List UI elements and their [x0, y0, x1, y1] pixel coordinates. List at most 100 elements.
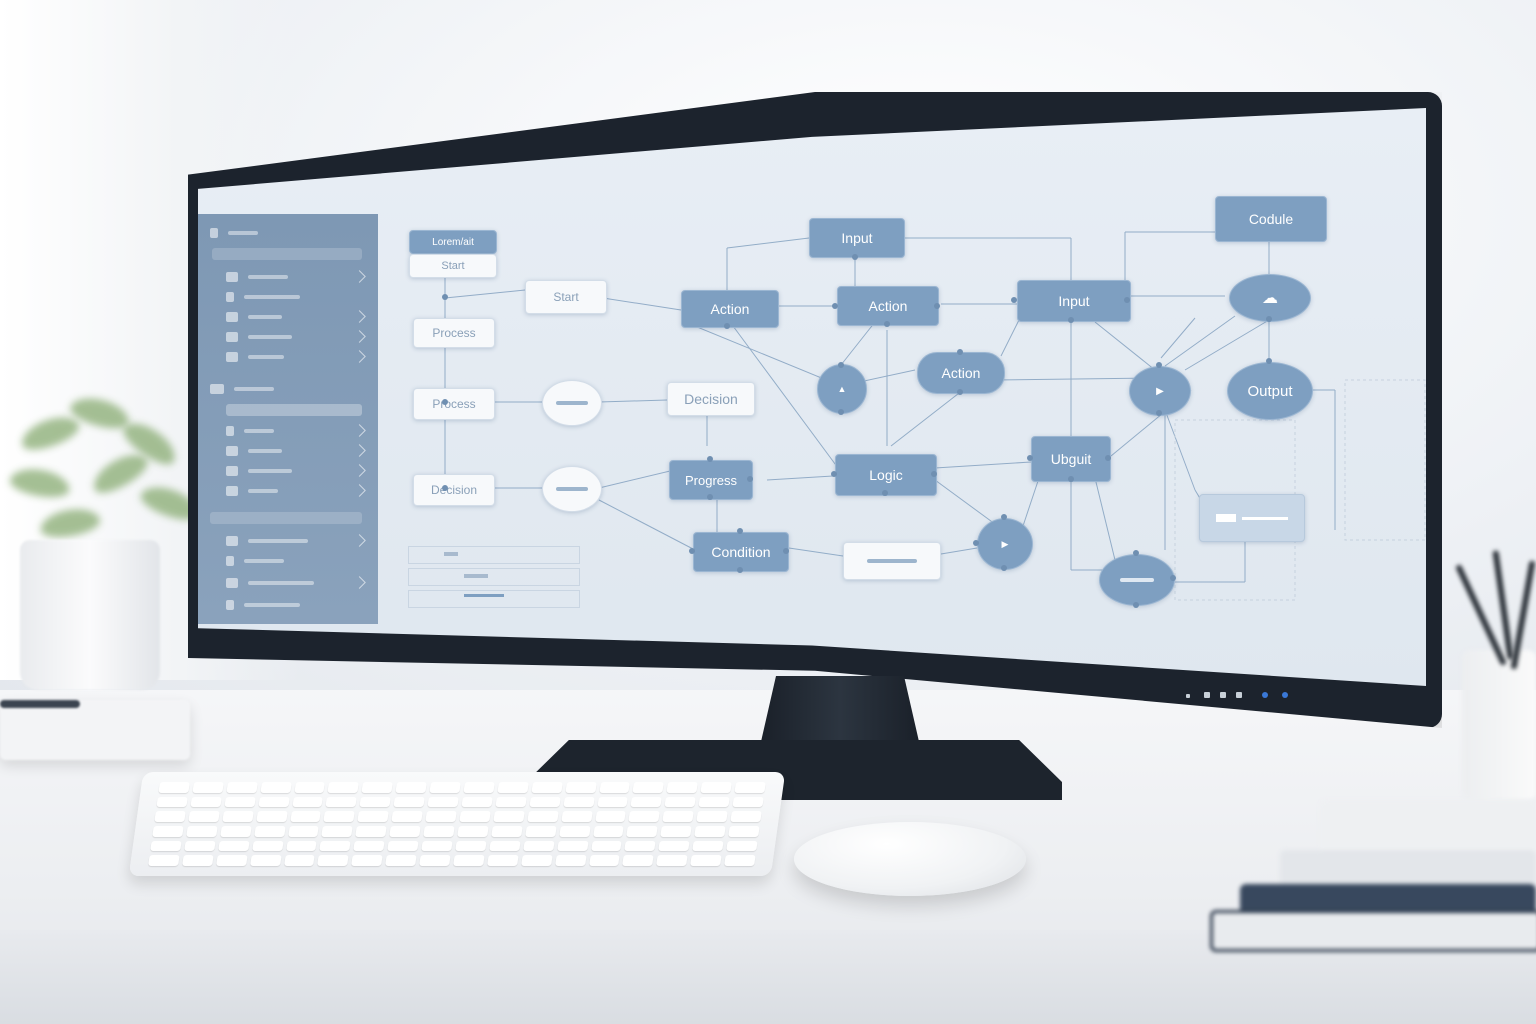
keyboard-key [732, 796, 764, 808]
sidebar-item[interactable] [226, 484, 278, 498]
node-circle-2[interactable]: ▶ [1129, 366, 1191, 416]
node-output[interactable]: Output [1227, 362, 1313, 420]
keyboard-key [291, 796, 324, 808]
keyboard-key [658, 840, 690, 852]
keyboard-key [453, 855, 485, 866]
keyboard-key [184, 840, 216, 852]
node-action-mid[interactable]: Action [837, 286, 939, 326]
node-start-mid[interactable]: Start [525, 280, 607, 314]
node-codule[interactable]: Codule [1215, 196, 1327, 242]
keyboard-key [734, 782, 766, 793]
node-cloud[interactable]: ☁ [1229, 274, 1311, 322]
node-action-left[interactable]: Action [681, 290, 779, 328]
keyboard-key [700, 782, 733, 793]
node-ellipse[interactable] [1099, 554, 1175, 606]
keyboard-key [588, 855, 621, 866]
sidebar-item[interactable] [226, 350, 284, 364]
keyboard-key [592, 826, 625, 837]
keyboard-key [489, 840, 521, 852]
node-action-center[interactable]: Action [917, 352, 1005, 394]
keyboard-key [558, 826, 591, 837]
keyboard-key [632, 782, 665, 793]
node-process-1[interactable]: Process [413, 318, 495, 348]
node-text-card[interactable] [1199, 494, 1305, 542]
sidebar-item[interactable] [226, 534, 308, 548]
play-icon: ▶ [1001, 538, 1009, 549]
sidebar-item-selected[interactable] [226, 404, 362, 416]
keyboard-key [321, 826, 354, 837]
pencil-cup [1462, 650, 1536, 800]
keyboard-key [694, 826, 726, 837]
keyboard-key [249, 855, 282, 866]
sidebar-item[interactable] [226, 444, 282, 458]
keyboard-key [423, 826, 455, 837]
sidebar-item[interactable] [226, 554, 284, 568]
node-connector-2[interactable] [542, 466, 602, 512]
keyboard-key [429, 782, 461, 793]
node-start-top[interactable]: Start [409, 254, 497, 278]
sidebar-section-header[interactable] [212, 248, 362, 260]
plant-pot [20, 540, 160, 690]
panel-row[interactable] [408, 568, 580, 586]
sidebar-group-label[interactable] [210, 382, 274, 396]
keyboard [128, 772, 786, 876]
node-condition[interactable]: Condition [693, 532, 789, 572]
keyboard-key [522, 840, 555, 852]
panel-row[interactable] [408, 590, 580, 608]
keyboard-key [491, 826, 523, 837]
keyboard-key [156, 796, 188, 808]
keyboard-key [696, 811, 728, 822]
node-input-right[interactable]: Input [1017, 280, 1131, 322]
keyboard-key [628, 811, 661, 822]
keyboard-key [596, 796, 629, 808]
keyboard-key [257, 796, 290, 808]
keyboard-key [353, 840, 385, 852]
keyboard-key [181, 855, 214, 866]
sidebar-item[interactable] [226, 576, 314, 590]
keyboard-key [325, 796, 358, 808]
node-header[interactable]: Lorem/ait [409, 230, 497, 254]
node-placeholder[interactable] [843, 542, 941, 580]
node-decision-center[interactable]: Decision [667, 382, 755, 416]
sidebar-item[interactable] [226, 424, 274, 438]
keyboard-key [560, 811, 593, 822]
node-connector-1[interactable] [542, 380, 602, 426]
keyboard-key [217, 840, 250, 852]
panel-row[interactable] [408, 546, 580, 564]
node-decision-left[interactable]: Decision [413, 474, 495, 506]
keyboard-key [520, 855, 553, 866]
sidebar-item[interactable] [226, 330, 292, 344]
node-input-top[interactable]: Input [809, 218, 905, 258]
sidebar-item[interactable] [226, 598, 300, 612]
node-circle-3[interactable]: ▶ [977, 518, 1033, 570]
keyboard-key [393, 796, 425, 808]
sidebar-item[interactable] [226, 270, 288, 284]
node-process-2[interactable]: Process [413, 388, 495, 420]
keyboard-key [226, 782, 258, 793]
keyboard-key [222, 811, 254, 822]
keyboard-key [660, 826, 692, 837]
keyboard-key [192, 782, 224, 793]
keyboard-key [319, 840, 351, 852]
sidebar-item[interactable] [226, 290, 300, 304]
keyboard-key [497, 782, 529, 793]
keyboard-key [427, 796, 459, 808]
keyboard-key [692, 840, 724, 852]
keyboard-key [565, 782, 597, 793]
diagram-canvas[interactable]: Lorem/ait Start Process Process Decision… [395, 196, 1435, 630]
keyboard-key [385, 855, 417, 866]
sidebar-group-label[interactable] [210, 512, 362, 524]
sidebar-item[interactable] [226, 310, 282, 324]
keyboard-key [395, 782, 428, 793]
keyboard-key [728, 826, 760, 837]
node-circle-1[interactable]: ▲ [817, 364, 867, 414]
keyboard-key [493, 811, 525, 822]
node-progress[interactable]: Progress [669, 460, 753, 500]
sidebar-item[interactable] [226, 464, 292, 478]
keyboard-key [459, 811, 491, 822]
keyboard-key [355, 826, 387, 837]
keyboard-key [524, 826, 557, 837]
keyboard-key [461, 796, 493, 808]
keyboard-key [698, 796, 730, 808]
notebook [0, 700, 190, 760]
